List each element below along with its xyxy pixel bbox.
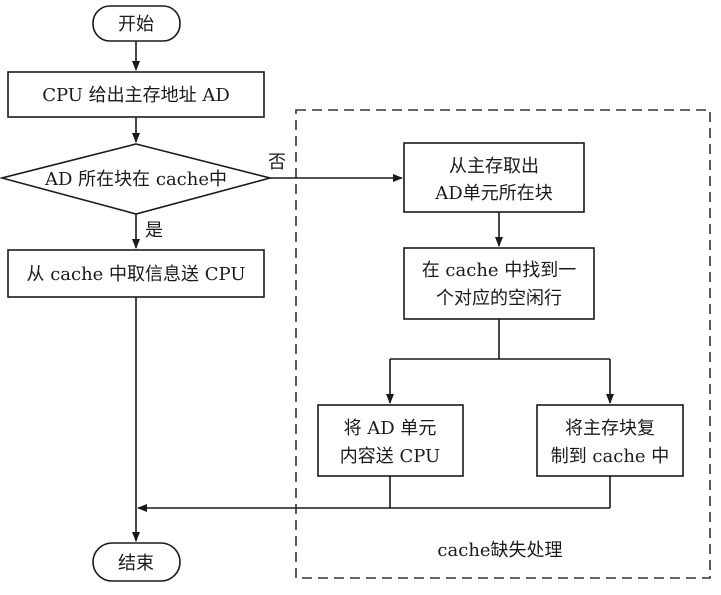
hit-action-box	[7, 249, 265, 298]
cpu-address-label: CPU 给出主存地址 AD	[42, 85, 230, 106]
miss-copy-block-label-2: 制到 cache 中	[551, 446, 670, 467]
miss-fetch-label-2: AD单元所在块	[434, 183, 552, 204]
cache-miss-group-border	[295, 109, 711, 579]
miss-send-cpu-box	[317, 404, 464, 477]
hit-action-label: 从 cache 中取信息送 CPU	[26, 264, 245, 285]
end-label: 结束	[118, 553, 154, 574]
miss-copy-block-box	[536, 404, 684, 477]
start-label: 开始	[118, 14, 154, 35]
no-label: 否	[268, 152, 286, 173]
cpu-address-box	[7, 71, 265, 118]
miss-send-cpu-label-2: 内容送 CPU	[340, 446, 440, 467]
miss-find-line-label-1: 在 cache 中找到一	[422, 260, 577, 281]
yes-label: 是	[145, 220, 163, 241]
decision-label: AD 所在块在 cache中	[44, 169, 227, 190]
miss-fetch-box	[403, 142, 585, 213]
miss-send-cpu-label-1: 将 AD 单元	[344, 418, 437, 439]
end-terminal	[92, 542, 181, 582]
miss-find-line-label-2: 个对应的空闲行	[436, 288, 562, 309]
miss-find-line-box	[403, 247, 595, 320]
miss-copy-block-label-1: 将主存块复	[565, 418, 655, 439]
miss-fetch-label-1: 从主存取出	[449, 156, 539, 177]
cache-miss-group-label: cache缺失处理	[437, 540, 562, 561]
